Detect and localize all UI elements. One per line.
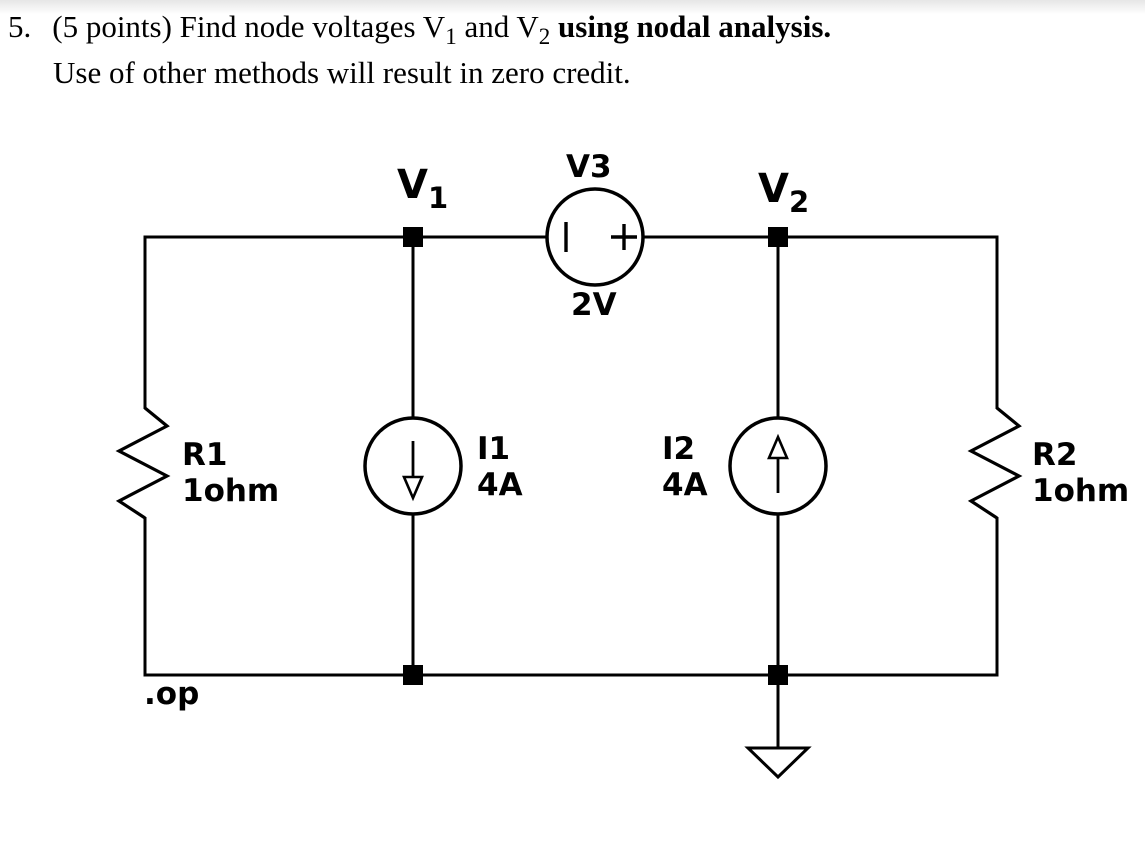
current-source-i1-value: 4A <box>477 467 523 503</box>
arrow-down-icon <box>402 475 424 502</box>
node-label-v1-sub: 1 <box>427 181 449 215</box>
voltage-source-value: 2V <box>571 287 617 323</box>
resistor-r1-symbol <box>115 406 171 520</box>
resistor-r1-name: R1 <box>182 437 228 473</box>
spice-directive: .op <box>144 676 200 712</box>
problem-mid-text: and V <box>456 9 539 44</box>
node-square-v2 <box>768 227 788 247</box>
resistor-r2-symbol <box>967 406 1023 520</box>
problem-intro-text: (5 points) Find node voltages V <box>52 9 446 44</box>
plus-terminal-icon <box>611 224 637 250</box>
current-source-i2-value: 4A <box>662 467 708 503</box>
resistor-r2-name: R2 <box>1032 437 1078 473</box>
current-source-i1-label: I1 4A <box>477 431 523 503</box>
current-source-i1-name: I1 <box>477 431 511 467</box>
problem-emphasis-text: using nodal analysis. <box>550 9 832 44</box>
node-label-v2: V2 <box>758 166 809 219</box>
voltage-source-circle <box>545 187 645 287</box>
current-source-i2-symbol <box>728 416 828 516</box>
problem-v2-subscript: 2 <box>538 24 551 49</box>
problem-v1-subscript: 1 <box>445 24 457 49</box>
node-square-v1 <box>403 227 423 247</box>
current-source-i2-name: I2 <box>662 431 696 467</box>
resistor-r2-value: 1ohm <box>1032 473 1130 509</box>
junction-nodes <box>403 227 788 685</box>
problem-line-2: Use of other methods will result in zero… <box>53 55 631 90</box>
window-top-gradient <box>0 0 1145 16</box>
voltage-source-v3-symbol <box>545 187 645 287</box>
current-source-i2-label: I2 4A <box>662 431 708 503</box>
resistor-r2-label: R2 1ohm <box>1032 437 1129 509</box>
problem-line-1: 5. (5 points) Find node voltages V1 and V… <box>8 4 831 50</box>
resistor-r1-value: 1ohm <box>182 473 280 509</box>
current-source-i1-symbol <box>363 416 463 516</box>
node-label-v2-base: V <box>758 166 789 212</box>
ground-icon <box>744 746 812 780</box>
problem-number: 5. <box>8 9 32 44</box>
node-square-bottom-left <box>403 665 423 685</box>
resistor-r1-label: R1 1ohm <box>182 437 279 509</box>
node-label-v1-base: V <box>397 162 428 208</box>
node-label-v1: V1 <box>397 162 448 215</box>
wires <box>143 235 999 748</box>
problem-statement: 5. (5 points) Find node voltages V1 and V… <box>8 4 831 96</box>
node-square-bottom-right <box>768 665 788 685</box>
node-label-v2-sub: 2 <box>788 185 810 219</box>
arrow-up-icon <box>767 433 789 460</box>
voltage-source-name: V3 <box>566 149 612 185</box>
